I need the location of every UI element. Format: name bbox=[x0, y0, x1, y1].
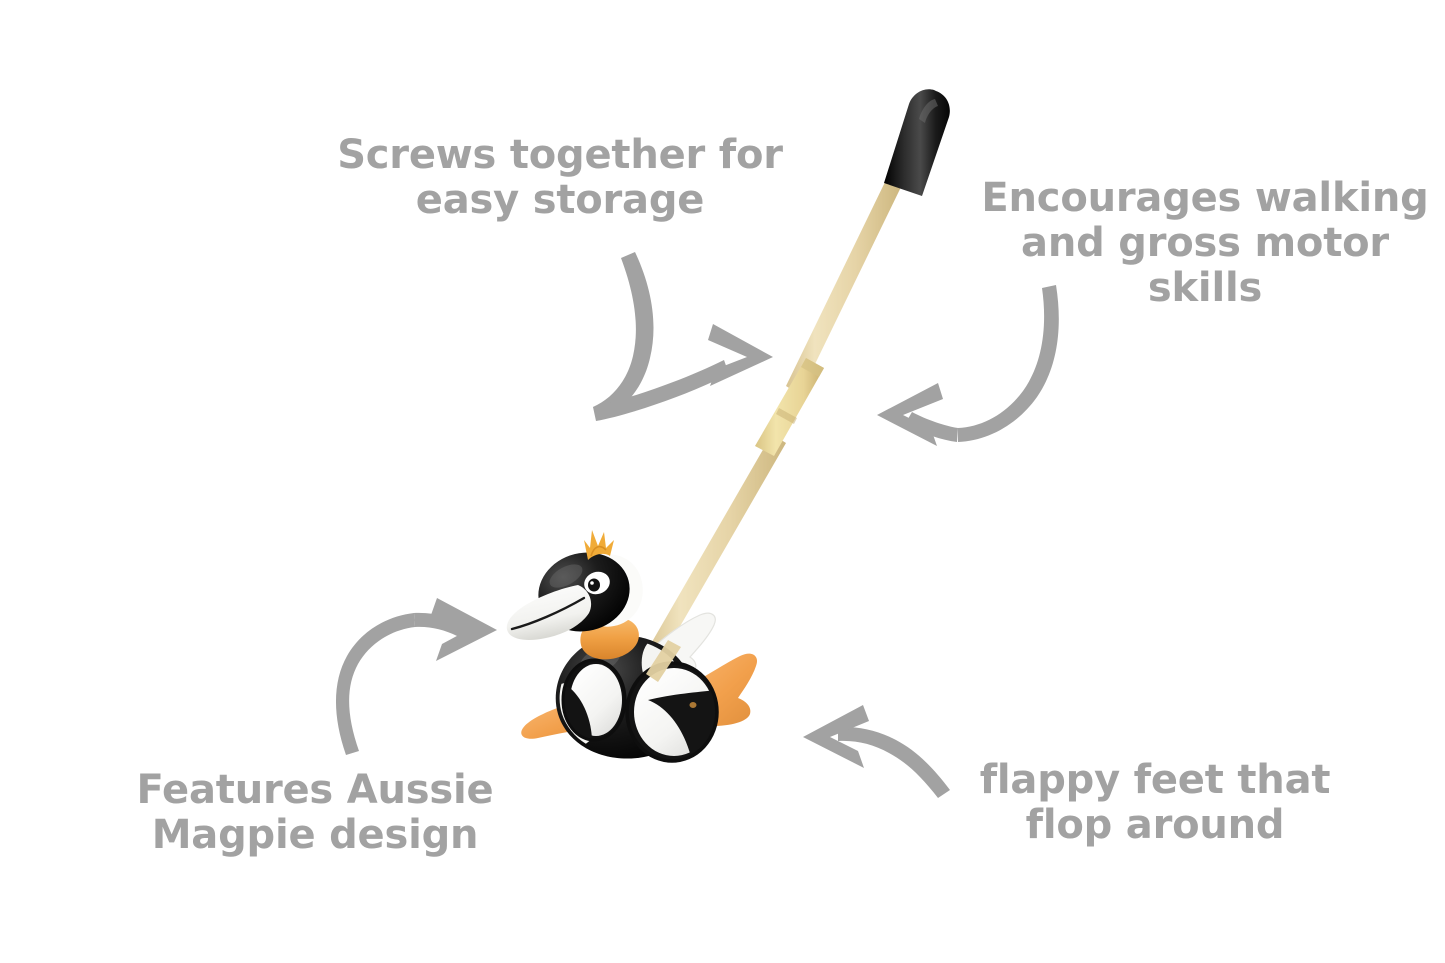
callout-aussie-magpie-design: Features Aussie Magpie design bbox=[136, 767, 494, 858]
arrow-encourages-walking bbox=[877, 285, 1059, 446]
callout-flappy-feet: flappy feet that flop around bbox=[979, 757, 1331, 848]
arrow-magpie-design bbox=[335, 598, 497, 755]
callout-encourages-walking: Encourages walking and gross motor skill… bbox=[981, 175, 1429, 311]
arrow-flappy-feet bbox=[803, 705, 950, 798]
arrow-screws-together bbox=[593, 252, 773, 421]
callout-screws-together: Screws together for easy storage bbox=[337, 132, 783, 223]
